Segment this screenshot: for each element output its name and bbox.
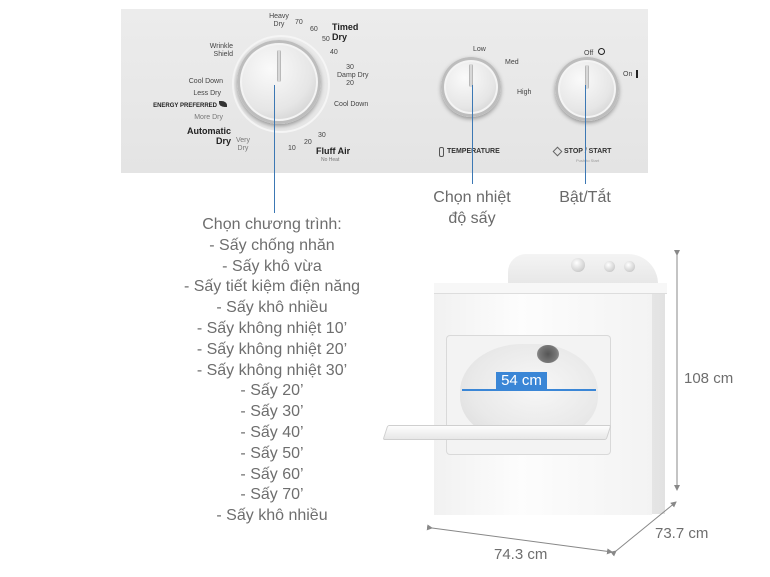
fluff-30: 30 bbox=[318, 132, 326, 139]
program-item: - Sấy 50’ bbox=[240, 444, 304, 462]
temperature-caption: Chọn nhiệt độ sấy bbox=[433, 189, 511, 227]
program-item: - Sấy 70’ bbox=[240, 486, 304, 504]
temperature-label: TEMPERATURE bbox=[447, 148, 500, 155]
fluff-10: 10 bbox=[288, 145, 296, 152]
program-item: - Sấy không nhiệt 20’ bbox=[196, 340, 348, 358]
leaf-icon bbox=[219, 101, 227, 107]
program-item: - Sấy 60’ bbox=[240, 465, 304, 483]
energy-preferred-label: ENERGY PREFERRED bbox=[153, 103, 217, 109]
stop-start-label: STOP / START bbox=[564, 148, 612, 155]
mini-power-knob bbox=[624, 261, 635, 272]
temperature-leader-line bbox=[472, 85, 473, 184]
program-item: - Sấy tiết kiệm điện năng bbox=[183, 278, 361, 296]
timed-40: 40 bbox=[330, 49, 338, 56]
thermometer-icon bbox=[439, 147, 444, 157]
wrinkle-shield-label: Wrinkle Shield bbox=[209, 43, 233, 58]
drum-width-label: 54 cm bbox=[496, 372, 547, 390]
mini-cycle-knob bbox=[571, 258, 585, 272]
power-off-icon bbox=[598, 48, 605, 55]
cycle-dial-ring bbox=[232, 35, 330, 133]
temp-med-label: Med bbox=[505, 59, 519, 66]
program-item: - Sấy không nhiệt 30’ bbox=[196, 361, 348, 379]
fluff-no-heat-label: No Heat bbox=[321, 157, 340, 163]
power-on-icon bbox=[636, 70, 638, 78]
damp-30: 30 bbox=[346, 64, 354, 71]
timed-dry-label: Timed Dry bbox=[332, 22, 359, 42]
drum-width-line bbox=[462, 389, 596, 391]
program-item: - Sấy không nhiệt 10’ bbox=[196, 319, 348, 337]
power-leader-line bbox=[585, 85, 586, 184]
dryer-drum bbox=[460, 344, 598, 440]
push-to-start-label: Push to Start bbox=[576, 158, 600, 163]
program-item: - Sấy 30’ bbox=[240, 403, 304, 421]
program-list-title: Chọn chương trình: bbox=[202, 216, 342, 233]
width-dimension: 74.3 cm bbox=[494, 546, 548, 563]
dryer-top bbox=[434, 283, 667, 294]
automatic-dry-label: Automatic Dry bbox=[186, 126, 231, 146]
temperature-dial[interactable] bbox=[441, 57, 501, 117]
temp-low-label: Low bbox=[473, 46, 486, 53]
program-item: - Sấy 40’ bbox=[240, 423, 304, 441]
program-item: - Sấy khô nhiều bbox=[216, 299, 328, 317]
dial-pointer bbox=[277, 50, 281, 82]
cool-down-left-label: Cool Down bbox=[188, 78, 223, 85]
lint-vent bbox=[537, 345, 559, 363]
depth-dimension: 73.7 cm bbox=[655, 525, 709, 542]
control-panel: Wrinkle Shield Cool Down Less Dry ENERGY… bbox=[121, 9, 648, 173]
heavy-dry-label: Heavy Dry bbox=[269, 13, 289, 28]
dial-pointer bbox=[469, 64, 473, 87]
program-item: - Sấy khô vừa bbox=[222, 257, 322, 275]
damp-20: 20 bbox=[346, 80, 354, 87]
height-dimension: 108 cm bbox=[684, 370, 734, 387]
timed-70: 70 bbox=[295, 19, 303, 26]
program-item: - Sấy 20’ bbox=[240, 382, 304, 400]
more-dry-label: More Dry bbox=[194, 114, 223, 121]
fluff-20: 20 bbox=[304, 139, 312, 146]
stop-start-dial[interactable] bbox=[555, 57, 619, 121]
less-dry-label: Less Dry bbox=[193, 90, 221, 97]
temp-high-label: High bbox=[517, 89, 532, 96]
fluff-air-label: Fluff Air bbox=[316, 146, 351, 156]
dial-pointer bbox=[585, 64, 589, 89]
timed-50: 50 bbox=[322, 36, 330, 43]
on-label: On bbox=[623, 71, 633, 78]
cool-down-right-label: Cool Down bbox=[334, 101, 369, 108]
very-dry-label: Very Dry bbox=[235, 137, 250, 152]
program-item: - Sấy chống nhăn bbox=[209, 236, 335, 254]
cycle-dial[interactable] bbox=[237, 40, 321, 124]
timed-60: 60 bbox=[310, 26, 318, 33]
program-leader-line bbox=[274, 85, 275, 213]
damp-dry-label: Damp Dry bbox=[337, 72, 369, 79]
off-label: Off bbox=[584, 50, 594, 57]
program-item: - Sấy khô nhiều bbox=[216, 507, 328, 525]
program-list: Chọn chương trình: - Sấy chống nhăn - Sấ… bbox=[172, 215, 372, 527]
power-caption: Bật/Tắt bbox=[559, 189, 611, 206]
mini-temp-knob bbox=[604, 261, 615, 272]
